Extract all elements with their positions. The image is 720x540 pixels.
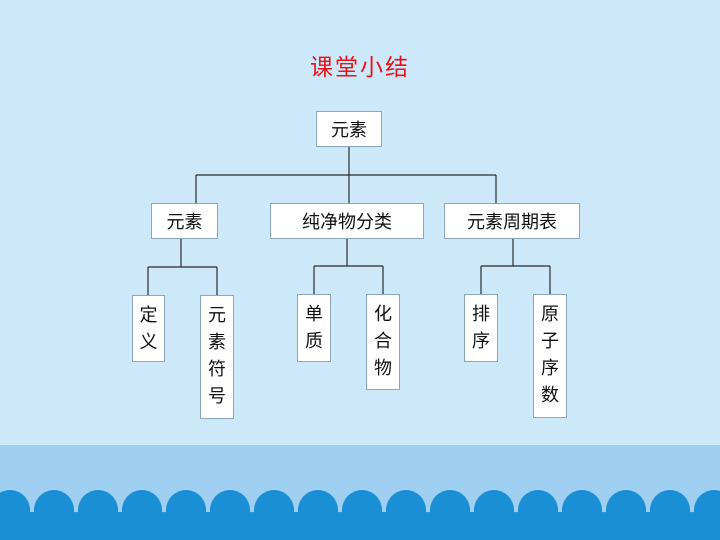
wave-scallop	[628, 512, 668, 540]
leaf-ordering: 排序	[464, 294, 498, 362]
leaf-element-symbol: 元素符号	[200, 295, 234, 419]
wave-decoration	[0, 490, 720, 540]
leaf-atomic-number: 原子序数	[533, 294, 567, 418]
wave-scallop	[584, 512, 624, 540]
wave-scallop	[100, 512, 140, 540]
wave-scallop	[56, 512, 96, 540]
wave-scallop	[364, 512, 404, 540]
wave-scallop	[144, 512, 184, 540]
slide-title: 课堂小结	[310, 55, 410, 81]
wave-scallop	[276, 512, 316, 540]
branch-classification-node: 纯净物分类	[270, 203, 424, 239]
wave-scallop	[12, 512, 52, 540]
wave-scallop	[320, 512, 360, 540]
root-node: 元素	[316, 111, 382, 147]
wave-scallop	[232, 512, 272, 540]
wave-scallop	[452, 512, 492, 540]
wave-scallop	[408, 512, 448, 540]
wave-scallop	[672, 512, 712, 540]
branch-periodic-table-node: 元素周期表	[444, 203, 580, 239]
leaf-simple-substance: 单质	[297, 294, 331, 362]
leaf-definition: 定义	[132, 295, 165, 362]
wave-scallop	[188, 512, 228, 540]
wave-scallop	[496, 512, 536, 540]
leaf-compound: 化合物	[366, 294, 400, 390]
wave-scallop	[540, 512, 580, 540]
wave-scallop	[716, 520, 720, 540]
branch-element-node: 元素	[151, 203, 218, 239]
